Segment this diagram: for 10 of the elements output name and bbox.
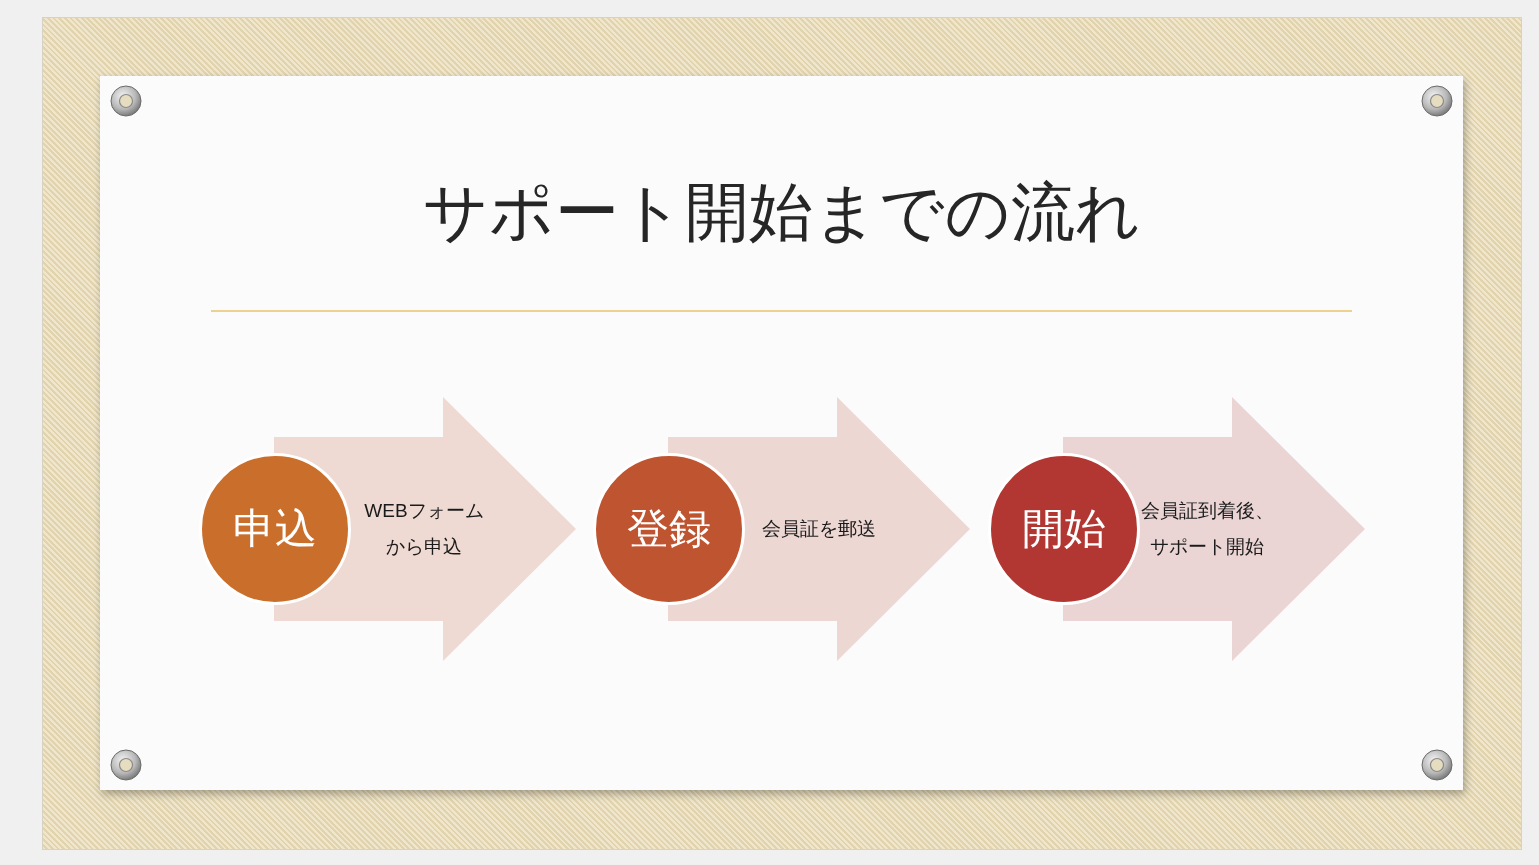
step-description: WEBフォームから申込 [363,499,485,559]
arrow-shape [1063,397,1365,661]
step-label: 登録 [627,508,711,550]
slide-title: サポート開始までの流れ [421,175,1142,250]
arrow-shape [668,397,970,661]
arrow-shape [274,397,576,661]
step-label: 申込 [233,508,317,550]
step-description: 会員証到着後、サポート開始 [1139,499,1275,559]
step-description: 会員証を郵送 [762,517,876,541]
step-label: 開始 [1022,508,1106,550]
